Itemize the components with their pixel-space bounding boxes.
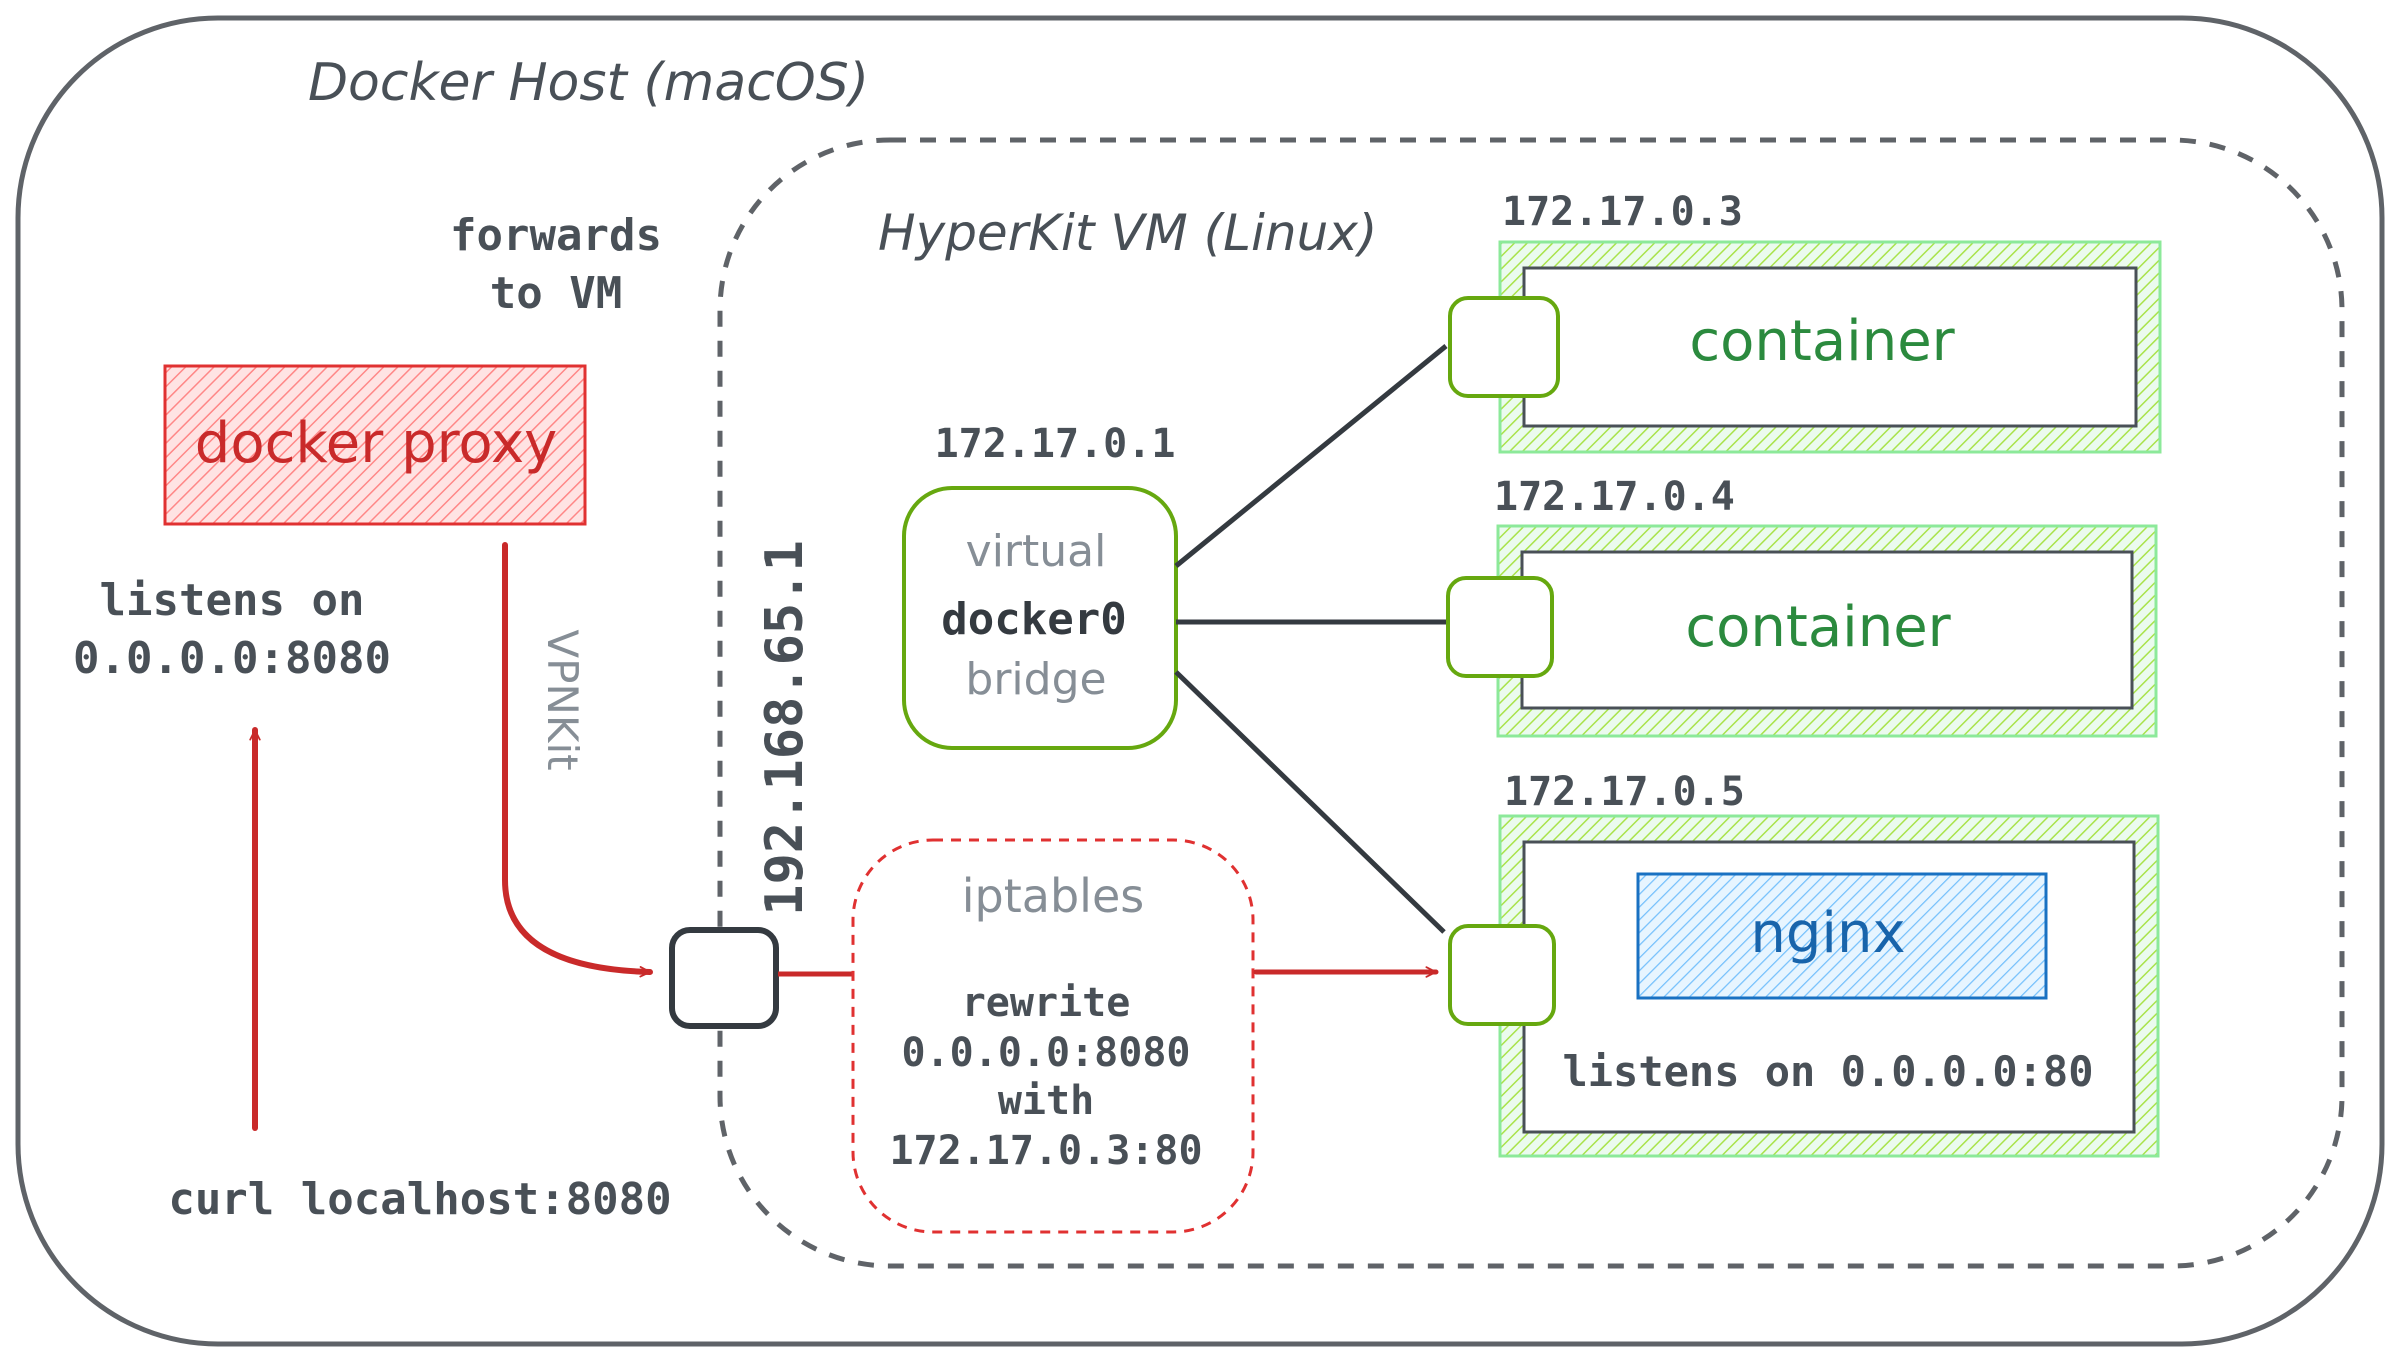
- docker-proxy-label: docker proxy: [195, 411, 557, 476]
- iptables-line1: rewrite: [962, 980, 1131, 1026]
- forwards-label-line1: forwards: [450, 210, 662, 261]
- container-1: 172.17.0.3 container: [1448, 189, 2162, 454]
- forwards-label-line2: to VM: [490, 268, 622, 319]
- iptables-title: iptables: [962, 869, 1144, 923]
- container-1-ip: 172.17.0.3: [1502, 189, 1743, 235]
- bridge-line2: docker0: [941, 594, 1126, 645]
- iptables-line3: with: [998, 1078, 1094, 1124]
- container-3-port: [1448, 924, 1556, 1026]
- vm-gateway-ip: 192.168.65.1: [755, 540, 815, 916]
- container-1-label: container: [1689, 309, 1955, 374]
- proxy-listens-line2: 0.0.0.0:8080: [73, 633, 391, 684]
- bridge-line1: virtual: [966, 526, 1107, 577]
- container-3: 172.17.0.5 nginx listens on 0.0.0.0:80: [1448, 769, 2160, 1158]
- iptables-line4: 172.17.0.3:80: [889, 1128, 1202, 1174]
- container-2-label: container: [1685, 595, 1951, 660]
- bridge-ip: 172.17.0.1: [935, 421, 1176, 467]
- nginx-box: [1636, 872, 2048, 1000]
- vm-port-node: [669, 927, 779, 1029]
- bridge-link-container-1: [1174, 344, 1448, 568]
- hyperkit-vm-boundary: [717, 137, 2345, 1269]
- container-2-ip: 172.17.0.4: [1494, 474, 1735, 520]
- nginx-listens: listens on 0.0.0.0:80: [1562, 1047, 2093, 1096]
- container-3-ip: 172.17.0.5: [1504, 769, 1745, 815]
- curl-command: curl localhost:8080: [168, 1174, 671, 1225]
- docker-proxy-box: [163, 364, 587, 526]
- bridge-link-container-3: [1174, 670, 1446, 934]
- iptables-line2: 0.0.0.0:8080: [902, 1030, 1191, 1076]
- vpnkit-label: VPNKit: [538, 629, 587, 770]
- container-2: 172.17.0.4 container: [1446, 474, 2158, 738]
- container-1-port: [1448, 296, 1560, 398]
- vpnkit-arrow: [502, 542, 653, 978]
- nginx-label: nginx: [1750, 901, 1905, 966]
- hyperkit-vm-title: HyperKit VM (Linux): [878, 204, 1377, 262]
- proxy-listens-line1: listens on: [100, 575, 365, 626]
- docker-host-title: Docker Host (macOS): [308, 53, 869, 113]
- docker0-bridge-node: [902, 486, 1178, 750]
- docker-host-boundary: [15, 15, 2385, 1347]
- bridge-line3: bridge: [965, 654, 1106, 705]
- container-2-port: [1446, 576, 1554, 678]
